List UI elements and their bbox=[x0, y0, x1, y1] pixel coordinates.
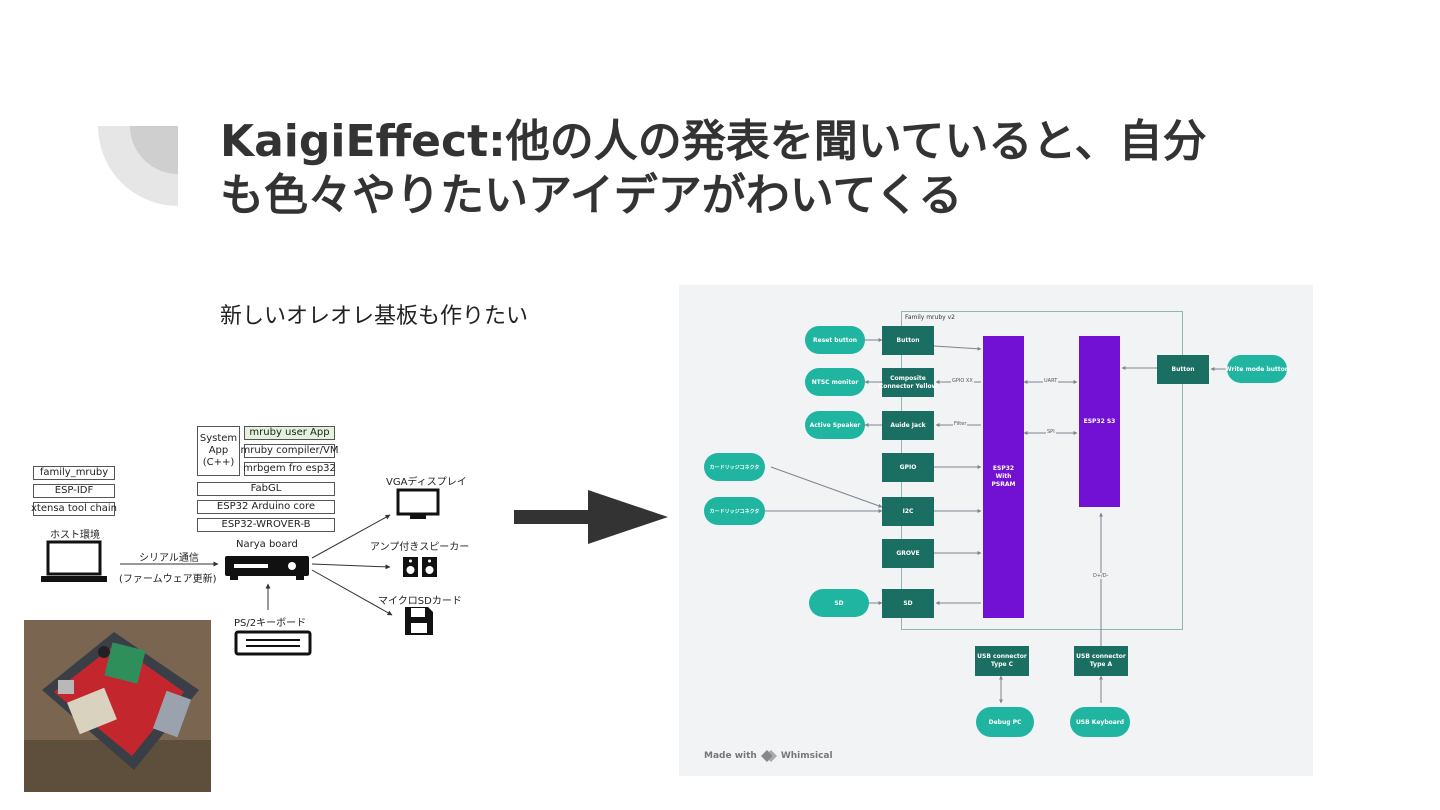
uart-label: UART bbox=[1043, 378, 1059, 384]
active-speaker-node: Active Speaker bbox=[805, 411, 865, 439]
whimsical-logo-icon bbox=[760, 750, 777, 762]
composite-line-1: Composite bbox=[890, 374, 926, 382]
title-line-1: KaigiEffect:他の人の発表を聞いていると、自分 bbox=[220, 116, 1207, 167]
audio-jack-block: Auide Jack bbox=[882, 411, 934, 440]
cartridge-connector-1-node: カードリッジコネクタ bbox=[704, 453, 765, 481]
speaker-icon bbox=[403, 557, 437, 577]
arduino-core-box: ESP32 Arduino core bbox=[197, 500, 335, 514]
gpio-xx-label: GPIO XX bbox=[951, 378, 974, 384]
firmware-label: (ファームウェア更新) bbox=[119, 574, 217, 585]
usb-c-line-1: USB connector bbox=[977, 653, 1027, 660]
composite-line-2: Connector Yellow bbox=[878, 382, 938, 390]
gpio-block: GPIO bbox=[882, 453, 934, 482]
slide-title: KaigiEffect:他の人の発表を聞いていると、自分 も色々やりたいアイデア… bbox=[220, 115, 1400, 223]
floppy-disk-icon bbox=[405, 607, 433, 635]
decorative-arc bbox=[98, 126, 178, 206]
transition-arrow-icon bbox=[514, 490, 668, 544]
esp32-s3-chip: ESP32 S3 bbox=[1079, 336, 1120, 507]
sd-block: SD bbox=[882, 589, 934, 618]
reset-button-node: Reset button bbox=[805, 326, 865, 354]
board-photo-illustration bbox=[24, 620, 211, 792]
wrover-box: ESP32-WROVER-B bbox=[197, 518, 335, 532]
display-icon bbox=[396, 488, 440, 519]
fabgl-box: FabGL bbox=[197, 482, 335, 496]
dplus-dminus-label: D+/D- bbox=[1092, 573, 1110, 579]
esp32-line-2: With PSRAM bbox=[991, 473, 1016, 488]
mrbgem-box: mrbgem fro esp32 bbox=[243, 462, 336, 476]
board-photo bbox=[24, 620, 211, 792]
host-esp-idf: ESP-IDF bbox=[33, 484, 115, 498]
sd-external-node: SD bbox=[809, 589, 869, 617]
button-block: Button bbox=[882, 326, 934, 355]
keyboard-icon bbox=[234, 630, 312, 656]
whimsical-brand: Whimsical bbox=[780, 751, 833, 761]
cartridge-connector-2-node: カードリッジコネクタ bbox=[704, 497, 765, 525]
composite-connector-block: Composite Connector Yellow bbox=[878, 368, 938, 397]
grove-block: GROVE bbox=[882, 539, 934, 568]
usb-c-line-2: Type C bbox=[990, 661, 1014, 668]
usb-keyboard-node: USB Keyboard bbox=[1070, 707, 1130, 737]
debug-pc-node: Debug PC bbox=[976, 707, 1034, 737]
button-right-block: Button bbox=[1157, 355, 1209, 384]
sd-card-label: マイクロSDカード bbox=[378, 596, 462, 607]
host-xtensa: xtensa tool chain bbox=[30, 502, 118, 516]
ntsc-monitor-node: NTSC monitor bbox=[805, 368, 865, 396]
speaker-label: アンプ付きスピーカー bbox=[370, 542, 470, 553]
narya-board-label: Narya board bbox=[236, 539, 298, 550]
write-mode-button-node: Write mode button bbox=[1225, 355, 1289, 383]
host-family-mruby: family_mruby bbox=[33, 466, 115, 480]
made-with-text: Made with bbox=[704, 751, 757, 761]
usb-type-c-block: USB connector Type C bbox=[975, 646, 1029, 676]
system-app-box: System App (C++) bbox=[197, 426, 240, 476]
esp32-line-1: ESP32 bbox=[992, 465, 1015, 472]
serial-label: シリアル通信 bbox=[139, 553, 199, 564]
esp32-psram-chip: ESP32 With PSRAM bbox=[983, 336, 1024, 618]
mruby-compiler-box: mruby compiler/VM bbox=[240, 444, 339, 458]
board-frame-label: Family mruby v2 bbox=[905, 314, 955, 321]
usb-a-line-2: Type A bbox=[1089, 661, 1113, 668]
keyboard-label: PS/2キーボード bbox=[234, 618, 307, 629]
mruby-user-app-box: mruby user App bbox=[244, 426, 335, 440]
system-diagram-connectors bbox=[120, 514, 393, 616]
usb-type-a-block: USB connector Type A bbox=[1074, 646, 1128, 676]
host-env-label: ホスト環境 bbox=[50, 530, 100, 541]
filter-label: Filter bbox=[953, 421, 968, 427]
slide-subtitle: 新しいオレオレ基板も作りたい bbox=[220, 304, 529, 329]
title-line-2: も色々やりたいアイデアがわいてくる bbox=[220, 170, 963, 221]
block-diagram: Family mruby v2 bbox=[679, 285, 1313, 776]
system-architecture-diagram: family_mruby ESP-IDF xtensa tool chain ホ… bbox=[0, 400, 520, 670]
vga-label: VGAディスプレイ bbox=[386, 477, 467, 488]
narya-board-icon bbox=[225, 556, 309, 580]
whimsical-credit: Made with Whimsical bbox=[704, 750, 833, 762]
usb-a-line-1: USB connector bbox=[1076, 653, 1126, 660]
laptop-icon bbox=[41, 540, 107, 582]
i2c-block: I2C bbox=[882, 497, 934, 526]
spi-label: SPI bbox=[1046, 429, 1056, 435]
